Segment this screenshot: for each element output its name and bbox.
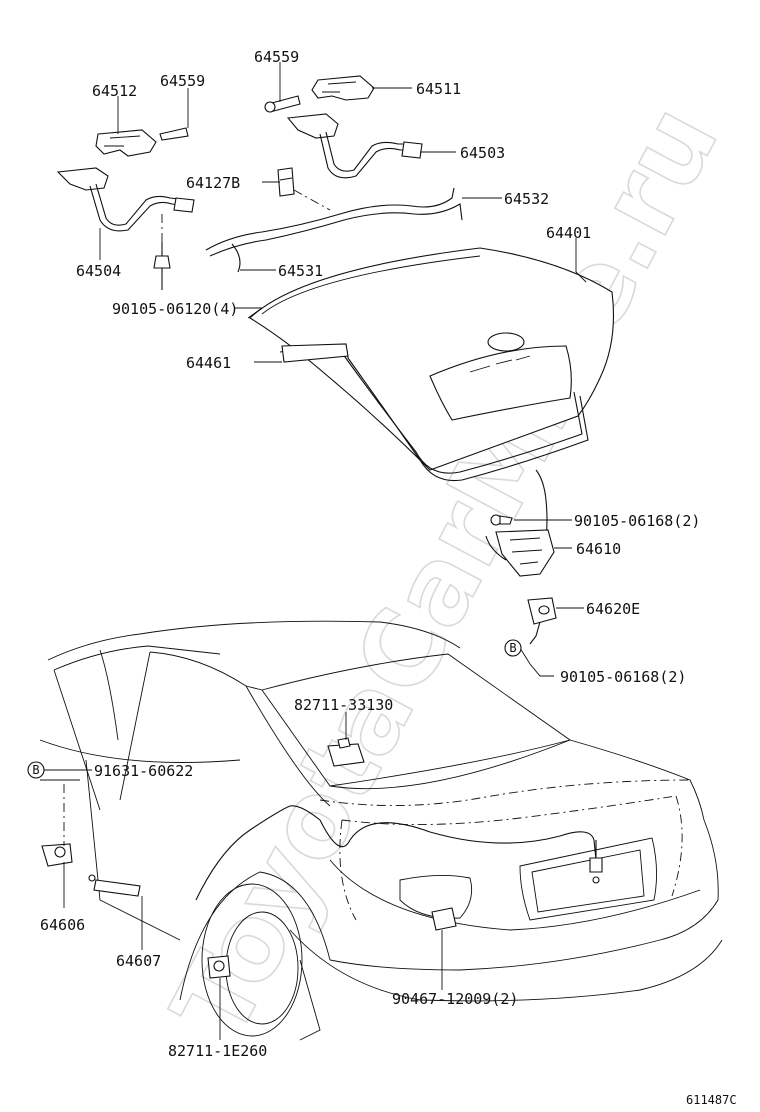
catalog-number: 611487C: [686, 1093, 737, 1107]
hinge-bracket-left: [95, 127, 189, 157]
ref-b-label-2: B: [32, 763, 39, 777]
label-64606: 64606: [40, 916, 85, 934]
label-90467-12009: 90467-12009(2): [392, 990, 518, 1008]
hinge-bracket-right: [264, 75, 375, 113]
hinge-arm-left: [56, 167, 195, 290]
label-64559-b: 64559: [160, 72, 205, 90]
torsion-bars: [205, 187, 463, 273]
label-91631-60622: 91631-60622: [94, 762, 193, 780]
label-90105-06168-b: 90105-06168(2): [560, 668, 686, 686]
label-64559-a: 64559: [254, 48, 299, 66]
ref-circle-b-1: B: [504, 639, 522, 657]
label-64503: 64503: [460, 144, 505, 162]
trunk-lid: [249, 247, 614, 471]
label-64512: 64512: [92, 82, 137, 100]
label-64620e: 64620E: [586, 600, 640, 618]
switch-82711-33130: [327, 737, 365, 767]
car-body: [39, 620, 723, 1041]
hinge-arm-right: [286, 113, 423, 179]
label-64127b: 64127B: [186, 174, 240, 192]
label-64532: 64532: [504, 190, 549, 208]
clamp-90467-12009: [431, 907, 457, 931]
fuel-opener-64606: [41, 843, 73, 867]
label-90105-06168-a: 90105-06168(2): [574, 512, 700, 530]
label-64511: 64511: [416, 80, 461, 98]
leader-lines: [44, 62, 587, 1040]
dash-leaders: [63, 214, 163, 846]
label-64401: 64401: [546, 224, 591, 242]
ref-circle-b-2: B: [27, 761, 45, 779]
label-82711-1e260: 82711-1E260: [168, 1042, 267, 1060]
label-64461: 64461: [186, 354, 231, 372]
label-64607: 64607: [116, 952, 161, 970]
cable-64607: [88, 874, 141, 897]
trunk-lock: [485, 469, 555, 577]
weatherstrip: [279, 343, 589, 482]
trunk-light-socket: [589, 857, 603, 884]
clip-64127b: [277, 167, 295, 197]
trunk-striker: [527, 597, 557, 645]
label-64531: 64531: [278, 262, 323, 280]
ref-b-label-1: B: [509, 641, 516, 655]
connector-82711-1e260: [207, 955, 231, 979]
label-64504: 64504: [76, 262, 121, 280]
label-82711-33130: 82711-33130: [294, 696, 393, 714]
label-90105-06120: 90105-06120(4): [112, 300, 238, 318]
label-64610: 64610: [576, 540, 621, 558]
